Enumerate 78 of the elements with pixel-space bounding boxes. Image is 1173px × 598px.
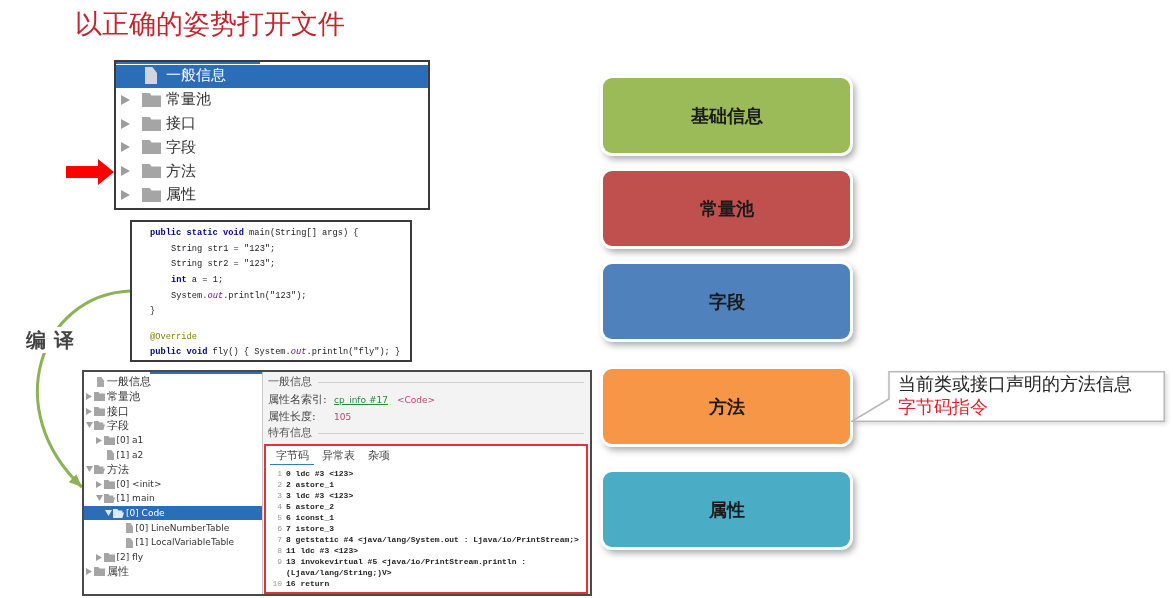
box-label: 常量池 [699,196,754,221]
bytecode-line: 11 ldc #3 <123> [286,545,358,556]
callout-bubble [851,371,1165,422]
callout-text: 当前类或接口声明的方法信息 [898,373,1132,395]
tree-item: 方法 [166,162,196,180]
code-panel [130,220,412,362]
code-line: public static void main(String[] args) { [150,227,359,239]
rounded-box [603,264,850,339]
section-heading: 一般信息 [268,375,312,389]
selected-tree-item: 一般信息 [166,67,226,85]
link: cp_info #17 [334,394,388,406]
line-number: 7 [276,534,282,545]
field-value: <Code> [397,394,436,406]
tree-item: 常量池 [107,390,140,404]
field-value: 105 [334,411,352,423]
line-number: 2 [276,479,282,490]
rounded-box [603,171,850,246]
tree-item: [0] a1 [116,435,144,446]
rounded-box [603,369,850,444]
tree-item: [2] fly [116,551,144,563]
line-number: 10 [271,578,282,589]
bytecode-line: 0 ldc #3 <123> [286,468,354,479]
box-label: 属性 [708,497,745,522]
title: 以正确的姿势打开文件 [75,7,345,41]
curved-arrow [36,289,131,489]
tree-item: 方法 [107,463,129,477]
code-line: String str1 = "123"; [171,243,276,255]
code-line: String str2 = "123"; [171,258,276,270]
tree-item: 属性 [107,565,129,579]
line-number: 8 [276,545,282,556]
tree-item: [0] <init> [116,478,162,490]
field-label: 属性名索引: [268,393,327,407]
code-line: @Override [150,331,197,343]
code-line: int a = 1; [171,274,224,286]
bytecode-line: 5 astore_2 [286,501,334,512]
tree-item: 属性 [166,186,196,204]
tree-item: [1] a2 [116,449,144,461]
bytecode-line: 7 istore_3 [286,523,334,534]
rounded-box [603,472,850,547]
callout-text: 字节码指令 [898,396,988,418]
line-number: 6 [276,523,282,534]
tab-label: 字节码 [276,448,309,463]
tree-item: 字段 [166,138,196,157]
tree-item: 一般信息 [107,375,151,389]
selected-tree-item: [0] Code [126,508,165,519]
viewer-window [82,370,592,596]
tree-item: [1] main [116,493,155,505]
bytecode-line: 3 ldc #3 <123> [286,490,354,501]
tree-panel [114,60,430,210]
tab-label: 异常表 [322,448,355,463]
rounded-box [603,78,850,153]
tab-label: 杂项 [368,448,390,463]
tree-item: [1] LocalVariableTable [135,537,235,548]
box-label: 基础信息 [690,103,763,128]
bytecode-line: 6 iconst_1 [286,512,334,523]
bytecode-line: 13 invokevirtual #5 <java/io/PrintStream.println : (Ljava/lang/String;)V> [286,556,528,578]
line-number: 3 [276,490,282,501]
code-line: System.out.println("123"); [171,290,307,302]
line-number: 9 [276,556,282,567]
field-label: 属性长度: [268,410,316,424]
tree-item: 字段 [107,419,129,433]
bytecode-line: 8 getstatic #4 <java/lang/System.out : Ljava/io/PrintStream;> [286,534,579,545]
tree-item: 常量池 [166,91,211,109]
line-number: 4 [276,501,282,512]
bytecode-line: 16 return [286,578,330,589]
line-number: 5 [276,512,282,523]
section-heading: 特有信息 [268,426,312,440]
tree-item: [0] LineNumberTable [135,522,230,534]
code-line: } [150,305,156,317]
bytecode-line: 2 astore_1 [286,479,334,490]
box-label: 字段 [708,289,745,314]
tree-item: 接口 [166,114,196,133]
line-number: 1 [276,468,282,479]
bytecode-panel [264,444,588,594]
tree-item: 接口 [107,404,129,418]
block-arrow [66,159,114,186]
box-label: 方法 [708,394,745,419]
code-line: public void fly() { System.out.println("fly"); } [150,346,401,358]
